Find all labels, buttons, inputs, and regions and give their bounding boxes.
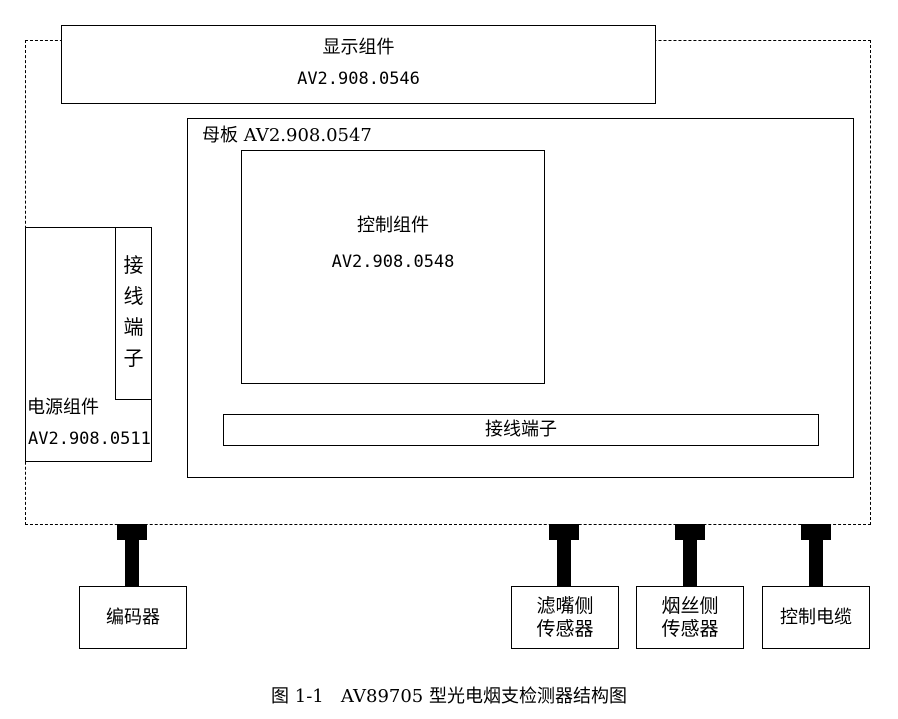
- motherboard-box: 母板 AV2.908.0547 控制组件 AV2.908.0548 接线端子: [187, 118, 854, 478]
- display-assembly-box: 显示组件 AV2.908.0546: [61, 25, 656, 104]
- tobacco-sensor-line-1: 烟丝侧: [661, 595, 719, 617]
- figure-caption: 图 1-1 AV89705 型光电烟支检测器结构图: [271, 686, 627, 707]
- tobacco-sensor-line-2: 传感器: [661, 618, 719, 640]
- encoder-connector-head: [117, 524, 147, 540]
- encoder-cable: [125, 540, 139, 587]
- power-assembly-code: AV2.908.0511: [28, 429, 151, 449]
- tobacco-sensor-cable: [683, 540, 697, 587]
- filter-sensor-line-2: 传感器: [536, 618, 594, 640]
- control-cable-box: 控制电缆: [762, 586, 870, 649]
- control-cable-connector-head: [801, 524, 831, 540]
- motherboard-label: 母板 AV2.908.0547: [202, 125, 372, 146]
- terminal-strip-label: 接线端子: [485, 419, 557, 440]
- control-cable-label: 控制电缆: [780, 607, 852, 628]
- power-assembly-box: 接 线 端 子 电源组件 AV2.908.0511: [25, 227, 152, 462]
- filter-sensor-line-1: 滤嘴侧: [536, 595, 594, 617]
- terminal-strip-box: 接线端子: [223, 414, 819, 446]
- power-terminal-char-4: 子: [123, 346, 144, 370]
- control-cable-cable: [809, 540, 823, 587]
- control-assembly-box: 控制组件 AV2.908.0548: [241, 150, 545, 384]
- tobacco-sensor-label: 烟丝侧 传感器: [637, 595, 743, 641]
- power-terminal-char-2: 线: [123, 284, 144, 308]
- power-assembly-name: 电源组件: [27, 397, 99, 418]
- encoder-box: 编码器: [79, 586, 187, 649]
- filter-sensor-box: 滤嘴侧 传感器: [511, 586, 619, 649]
- filter-sensor-connector-head: [549, 524, 579, 540]
- filter-sensor-label: 滤嘴侧 传感器: [512, 595, 618, 641]
- control-assembly-code: AV2.908.0548: [331, 252, 455, 272]
- power-terminal-char-3: 端: [123, 315, 144, 339]
- power-terminal-char-1: 接: [123, 253, 144, 277]
- power-terminal-box: 接 线 端 子: [115, 227, 152, 400]
- display-assembly-name: 显示组件: [322, 37, 395, 58]
- filter-sensor-cable: [557, 540, 571, 587]
- tobacco-sensor-connector-head: [675, 524, 705, 540]
- control-assembly-name: 控制组件: [357, 215, 429, 236]
- display-assembly-code: AV2.908.0546: [297, 69, 420, 89]
- encoder-label: 编码器: [106, 607, 160, 628]
- tobacco-sensor-box: 烟丝侧 传感器: [636, 586, 744, 649]
